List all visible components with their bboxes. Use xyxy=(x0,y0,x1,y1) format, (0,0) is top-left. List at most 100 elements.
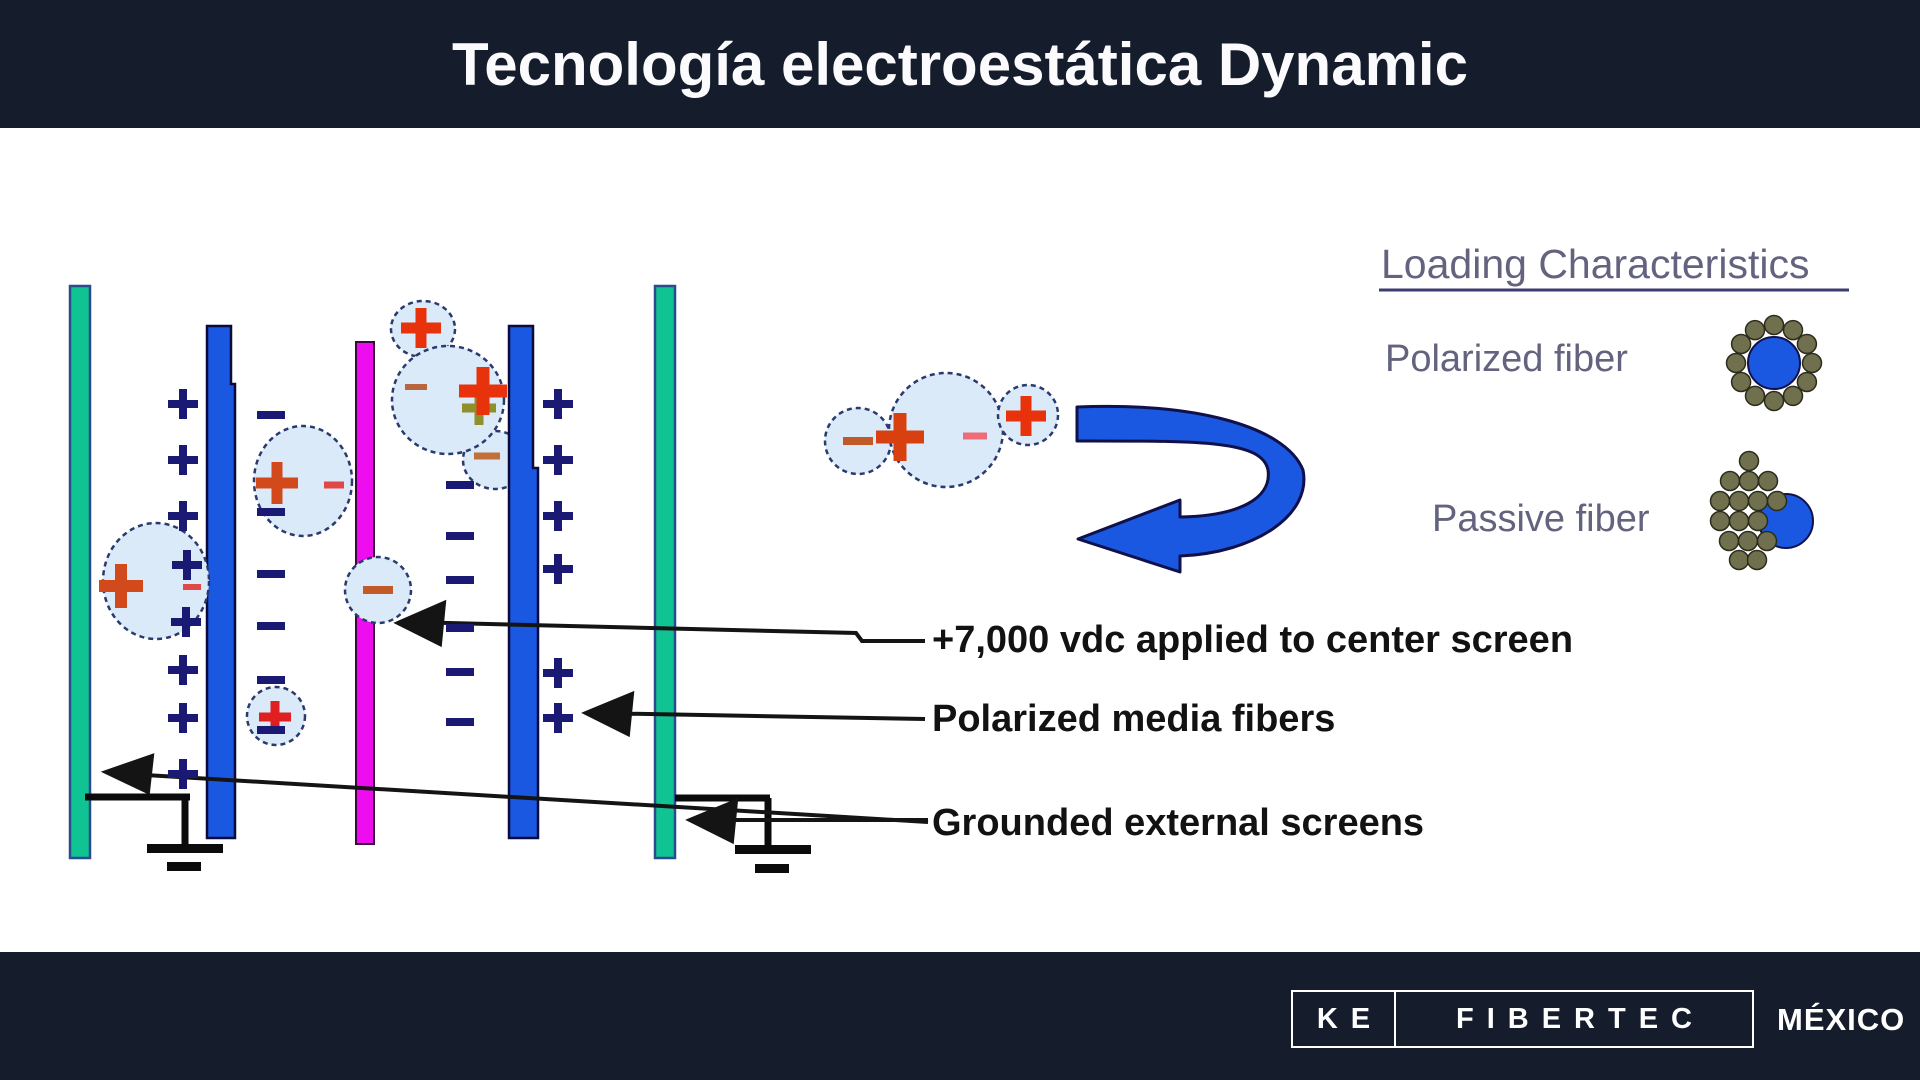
logo-region-label: MÉXICO xyxy=(1777,1002,1906,1037)
polarized-fiber-icon xyxy=(1725,314,1823,412)
plus-charge-icon xyxy=(179,655,187,685)
minus-charge-icon xyxy=(257,411,285,419)
legend-title: Loading Characteristics xyxy=(1381,241,1809,287)
fibers-leader-line xyxy=(589,711,926,721)
minus-charge-icon xyxy=(963,432,987,440)
plus-charge-icon xyxy=(554,554,562,584)
dust-dot xyxy=(1719,470,1741,492)
dust-dot xyxy=(1796,371,1818,393)
dust-dot xyxy=(1738,450,1760,472)
dust-dot xyxy=(1766,490,1788,512)
dust-dot xyxy=(1744,385,1766,407)
page-title: Tecnología electroestática Dynamic xyxy=(452,30,1468,98)
dust-dot xyxy=(1747,490,1769,512)
plus-charge-icon xyxy=(554,389,562,419)
plus-charge-icon xyxy=(179,759,187,789)
vdc-arrowhead-icon xyxy=(393,599,447,648)
minus-charge-icon xyxy=(257,508,285,516)
plus-charge-icon xyxy=(554,658,562,688)
plus-charge-icon xyxy=(179,445,187,475)
vdc-leader-line xyxy=(407,620,925,643)
molecule-right xyxy=(996,383,1060,447)
dust-dot xyxy=(1796,333,1818,355)
diagram-canvas: +7,000 vdc applied to center screen Pola… xyxy=(68,241,1849,873)
particles-layer xyxy=(99,299,1060,747)
dust-dot xyxy=(1730,371,1752,393)
minus-charge-icon xyxy=(257,676,285,684)
kefibertec-logo: KE FIBERTEC xyxy=(1291,990,1754,1048)
dust-dot xyxy=(1737,530,1759,552)
plus-charge-icon xyxy=(179,501,187,531)
minus-charge-icon xyxy=(843,437,873,445)
dust-particle-circle xyxy=(390,344,506,456)
dust-dot xyxy=(1763,390,1785,412)
dust-dot xyxy=(1728,510,1750,532)
particle-large-upper xyxy=(390,344,507,456)
plus-charge-icon xyxy=(893,413,907,461)
plus-charge-icon xyxy=(182,607,190,637)
grounded-screen-left xyxy=(68,284,92,860)
minus-charge-icon xyxy=(257,726,285,734)
dust-dot xyxy=(1747,510,1769,532)
plus-charge-icon xyxy=(476,367,490,415)
dust-dot xyxy=(1746,549,1768,571)
minus-charge-icon xyxy=(474,452,500,460)
particle-mid xyxy=(252,424,354,538)
fibers-arrowhead-icon xyxy=(581,690,635,738)
fiber-core xyxy=(1747,336,1801,390)
plus-charge-icon xyxy=(1020,396,1032,436)
dust-dot xyxy=(1756,530,1778,552)
minus-charge-icon xyxy=(446,532,474,540)
minus-charge-icon xyxy=(446,576,474,584)
dust-dot xyxy=(1709,510,1731,532)
plus-charge-icon xyxy=(415,308,427,348)
dust-dot xyxy=(1728,490,1750,512)
molecule-center xyxy=(876,371,1005,489)
ground-symbol-left xyxy=(85,793,223,871)
plus-charge-icon xyxy=(270,701,280,733)
screens-arrowhead-right-icon xyxy=(685,797,739,845)
minus-charge-icon xyxy=(446,481,474,489)
polarized-fiber-bar-left xyxy=(205,324,237,840)
minus-charge-icon xyxy=(183,584,201,590)
polarized-fiber-bar-right xyxy=(507,324,540,840)
plus-charge-icon xyxy=(271,462,283,504)
dust-dot xyxy=(1728,549,1750,571)
minus-charge-icon xyxy=(405,384,427,390)
plus-charge-icon xyxy=(115,564,127,608)
minus-charge-icon xyxy=(257,570,285,578)
leader-lines xyxy=(100,599,929,845)
minus-charge-icon xyxy=(446,718,474,726)
title-bar: Tecnología electroestática Dynamic xyxy=(0,0,1920,128)
legend-passive-fiber-label: Passive fiber xyxy=(1432,498,1650,540)
plus-charge-icon xyxy=(554,703,562,733)
logo-ke-cell: KE xyxy=(1293,992,1396,1046)
minus-charge-icon xyxy=(324,481,344,489)
label-polarized-media-fibers: Polarized media fibers xyxy=(932,698,1335,740)
plus-charge-icon xyxy=(183,550,191,580)
dust-dot xyxy=(1763,314,1785,336)
minus-charge-icon xyxy=(446,668,474,676)
logo-fibertec-cell: FIBERTEC xyxy=(1456,1002,1705,1035)
minus-charge-icon xyxy=(446,624,474,632)
plus-charge-icon xyxy=(179,703,187,733)
grounded-screen-right xyxy=(653,284,677,860)
plus-charge-icon xyxy=(554,501,562,531)
particle-on-center-screen xyxy=(343,555,413,625)
passive-fiber-icon xyxy=(1709,450,1814,571)
legend-icons-layer xyxy=(1709,314,1823,571)
dust-dot xyxy=(1709,490,1731,512)
dust-dot xyxy=(1718,530,1740,552)
dust-dot xyxy=(1730,333,1752,355)
dust-dot xyxy=(1782,385,1804,407)
dust-dot xyxy=(1738,470,1760,492)
particle-bottom xyxy=(245,685,307,747)
dust-dot xyxy=(1744,319,1766,341)
label-grounded-external-screens: Grounded external screens xyxy=(932,802,1424,844)
minus-charge-icon xyxy=(363,586,393,594)
minus-charge-icon xyxy=(257,622,285,630)
screens-leader-line-left xyxy=(111,771,929,824)
loading-curve-arrow xyxy=(1075,404,1306,574)
plus-charge-icon xyxy=(179,389,187,419)
particle-left xyxy=(99,521,211,641)
